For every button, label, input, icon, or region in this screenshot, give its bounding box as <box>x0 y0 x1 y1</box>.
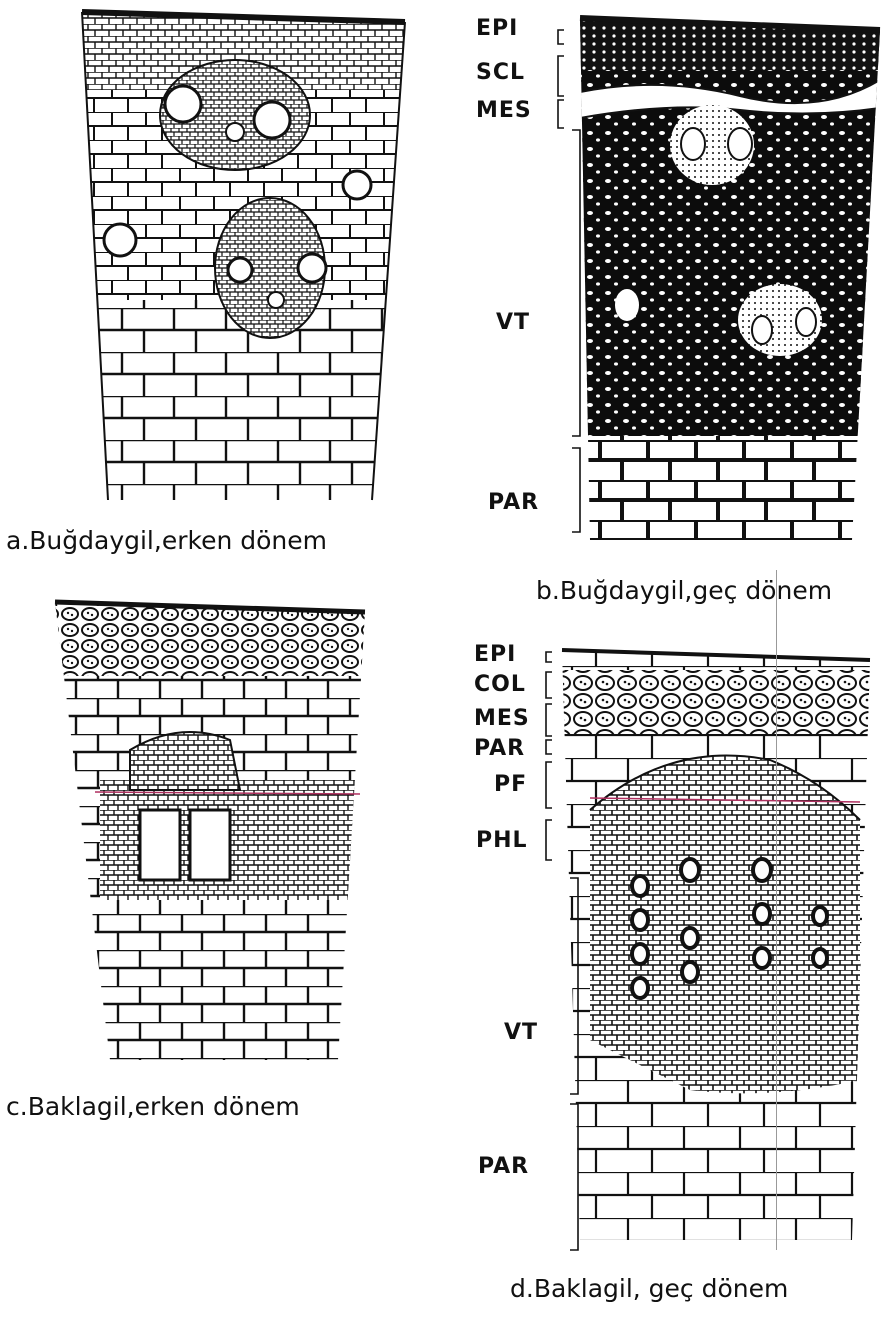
label-col: COL <box>474 672 526 697</box>
label-phl: PHL <box>476 828 528 853</box>
label-par: PAR <box>488 490 539 515</box>
panel-c-cross-section <box>0 590 440 1080</box>
label-par: PAR <box>474 736 525 761</box>
label-scl: SCL <box>476 60 525 85</box>
label-vt: VT <box>496 310 530 335</box>
label-epi: EPI <box>476 16 518 41</box>
label-mes: MES <box>474 706 530 731</box>
label-epi: EPI <box>474 642 516 667</box>
label-mes: MES <box>476 98 532 123</box>
panel-a-caption: a.Buğdaygil,erken dönem <box>6 526 327 555</box>
panel-c-legume-early: c.Baklagil,erken dönem <box>0 590 440 1090</box>
panel-d-caption: d.Baklagil, geç dönem <box>510 1274 788 1303</box>
panel-c-caption: c.Baklagil,erken dönem <box>6 1092 300 1121</box>
scan-line <box>776 570 777 1250</box>
panel-b-caption: b.Buğdaygil,geç dönem <box>536 576 832 605</box>
label-vt: VT <box>504 1020 538 1045</box>
panel-a-wheat-early: a.Buğdaygil,erken dönem <box>0 0 440 520</box>
panel-a-cross-section <box>0 0 440 520</box>
label-par: PAR <box>478 1154 529 1179</box>
label-pf: PF <box>494 772 527 797</box>
panel-d-legume-late: EPI COL MES PAR PF PHL VT PAR d.Baklagil… <box>440 620 896 1319</box>
panel-b-wheat-late: EPI SCL MES VT PAR b.Buğdaygil,geç dönem <box>440 0 896 630</box>
